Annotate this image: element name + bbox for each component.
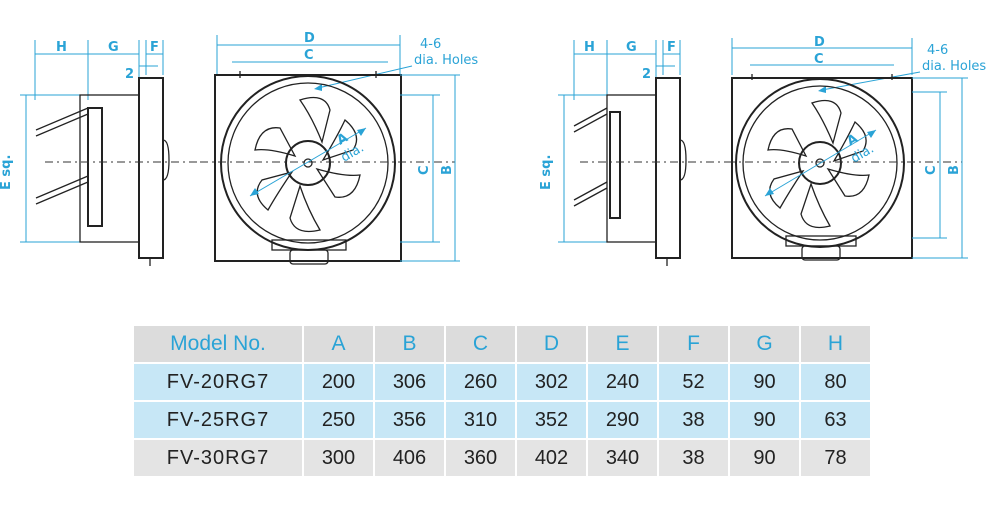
label-G: G [626, 40, 637, 55]
label-holes-1: 4-6 [927, 43, 948, 58]
header-model: Model No. [134, 326, 302, 362]
label-E-sq: E sq. [539, 155, 554, 190]
label-C-side: C [417, 165, 432, 175]
cell-g: 90 [730, 402, 799, 438]
table-row: FV-30RG7 300 406 360 402 340 38 90 78 [134, 440, 870, 476]
label-holes-2: dia. Holes [922, 59, 986, 74]
cell-b: 356 [375, 402, 444, 438]
header-f: F [659, 326, 728, 362]
cell-g: 90 [730, 440, 799, 476]
cell-e: 340 [588, 440, 657, 476]
label-G: G [108, 40, 119, 55]
cell-h: 63 [801, 402, 870, 438]
table-row: FV-25RG7 250 356 310 352 290 38 90 63 [134, 402, 870, 438]
label-2: 2 [642, 67, 651, 82]
header-g: G [730, 326, 799, 362]
spec-table: Model No. A B C D E F G H FV-20RG7 200 3… [132, 324, 872, 478]
label-C-side: C [924, 165, 939, 175]
front-view: D C 4-6 dia. Holes A dia. [727, 35, 986, 261]
cell-h: 78 [801, 440, 870, 476]
label-F: F [667, 40, 676, 55]
label-C-top: C [304, 48, 314, 63]
label-C-top: C [814, 52, 824, 67]
cell-e: 240 [588, 364, 657, 400]
cell-d: 352 [517, 402, 586, 438]
cell-f: 38 [659, 440, 728, 476]
cell-a: 250 [304, 402, 373, 438]
cell-g: 90 [730, 364, 799, 400]
header-d: D [517, 326, 586, 362]
cell-d: 402 [517, 440, 586, 476]
cell-e: 290 [588, 402, 657, 438]
label-D: D [304, 31, 315, 46]
cell-h: 80 [801, 364, 870, 400]
cell-model: FV-20RG7 [134, 364, 302, 400]
cell-f: 52 [659, 364, 728, 400]
cell-d: 302 [517, 364, 586, 400]
cell-c: 260 [446, 364, 515, 400]
label-2: 2 [125, 67, 134, 82]
fan-blades [254, 96, 361, 233]
cell-c: 360 [446, 440, 515, 476]
front-view: D C 4-6 dia. Holes A di [200, 31, 478, 265]
header-c: C [446, 326, 515, 362]
cell-c: 310 [446, 402, 515, 438]
label-H: H [56, 40, 67, 55]
side-view: H G F 2 E sq. [539, 40, 727, 266]
fan-diagram-right: H G F 2 E sq. D C 4-6 dia. Holes [539, 35, 986, 266]
header-b: B [375, 326, 444, 362]
cell-f: 38 [659, 402, 728, 438]
label-E-sq: E sq. [0, 155, 14, 190]
cell-a: 300 [304, 440, 373, 476]
cell-b: 306 [375, 364, 444, 400]
label-holes-1: 4-6 [420, 37, 441, 52]
label-B-side: B [440, 165, 455, 175]
cell-a: 200 [304, 364, 373, 400]
label-D: D [814, 35, 825, 50]
fan-blades [767, 99, 870, 229]
cell-b: 406 [375, 440, 444, 476]
header-h: H [801, 326, 870, 362]
label-F: F [150, 40, 159, 55]
table-header-row: Model No. A B C D E F G H [134, 326, 870, 362]
cell-model: FV-25RG7 [134, 402, 302, 438]
side-view: H G F 2 E sq. [0, 40, 200, 266]
cell-model: FV-30RG7 [134, 440, 302, 476]
label-holes-2: dia. Holes [414, 53, 478, 68]
fan-diagram-left: H G F 2 E sq. D C 4-6 dia. Holes [0, 31, 478, 266]
header-e: E [588, 326, 657, 362]
table-row: FV-20RG7 200 306 260 302 240 52 90 80 [134, 364, 870, 400]
label-H: H [584, 40, 595, 55]
label-B-side: B [947, 165, 962, 175]
header-a: A [304, 326, 373, 362]
